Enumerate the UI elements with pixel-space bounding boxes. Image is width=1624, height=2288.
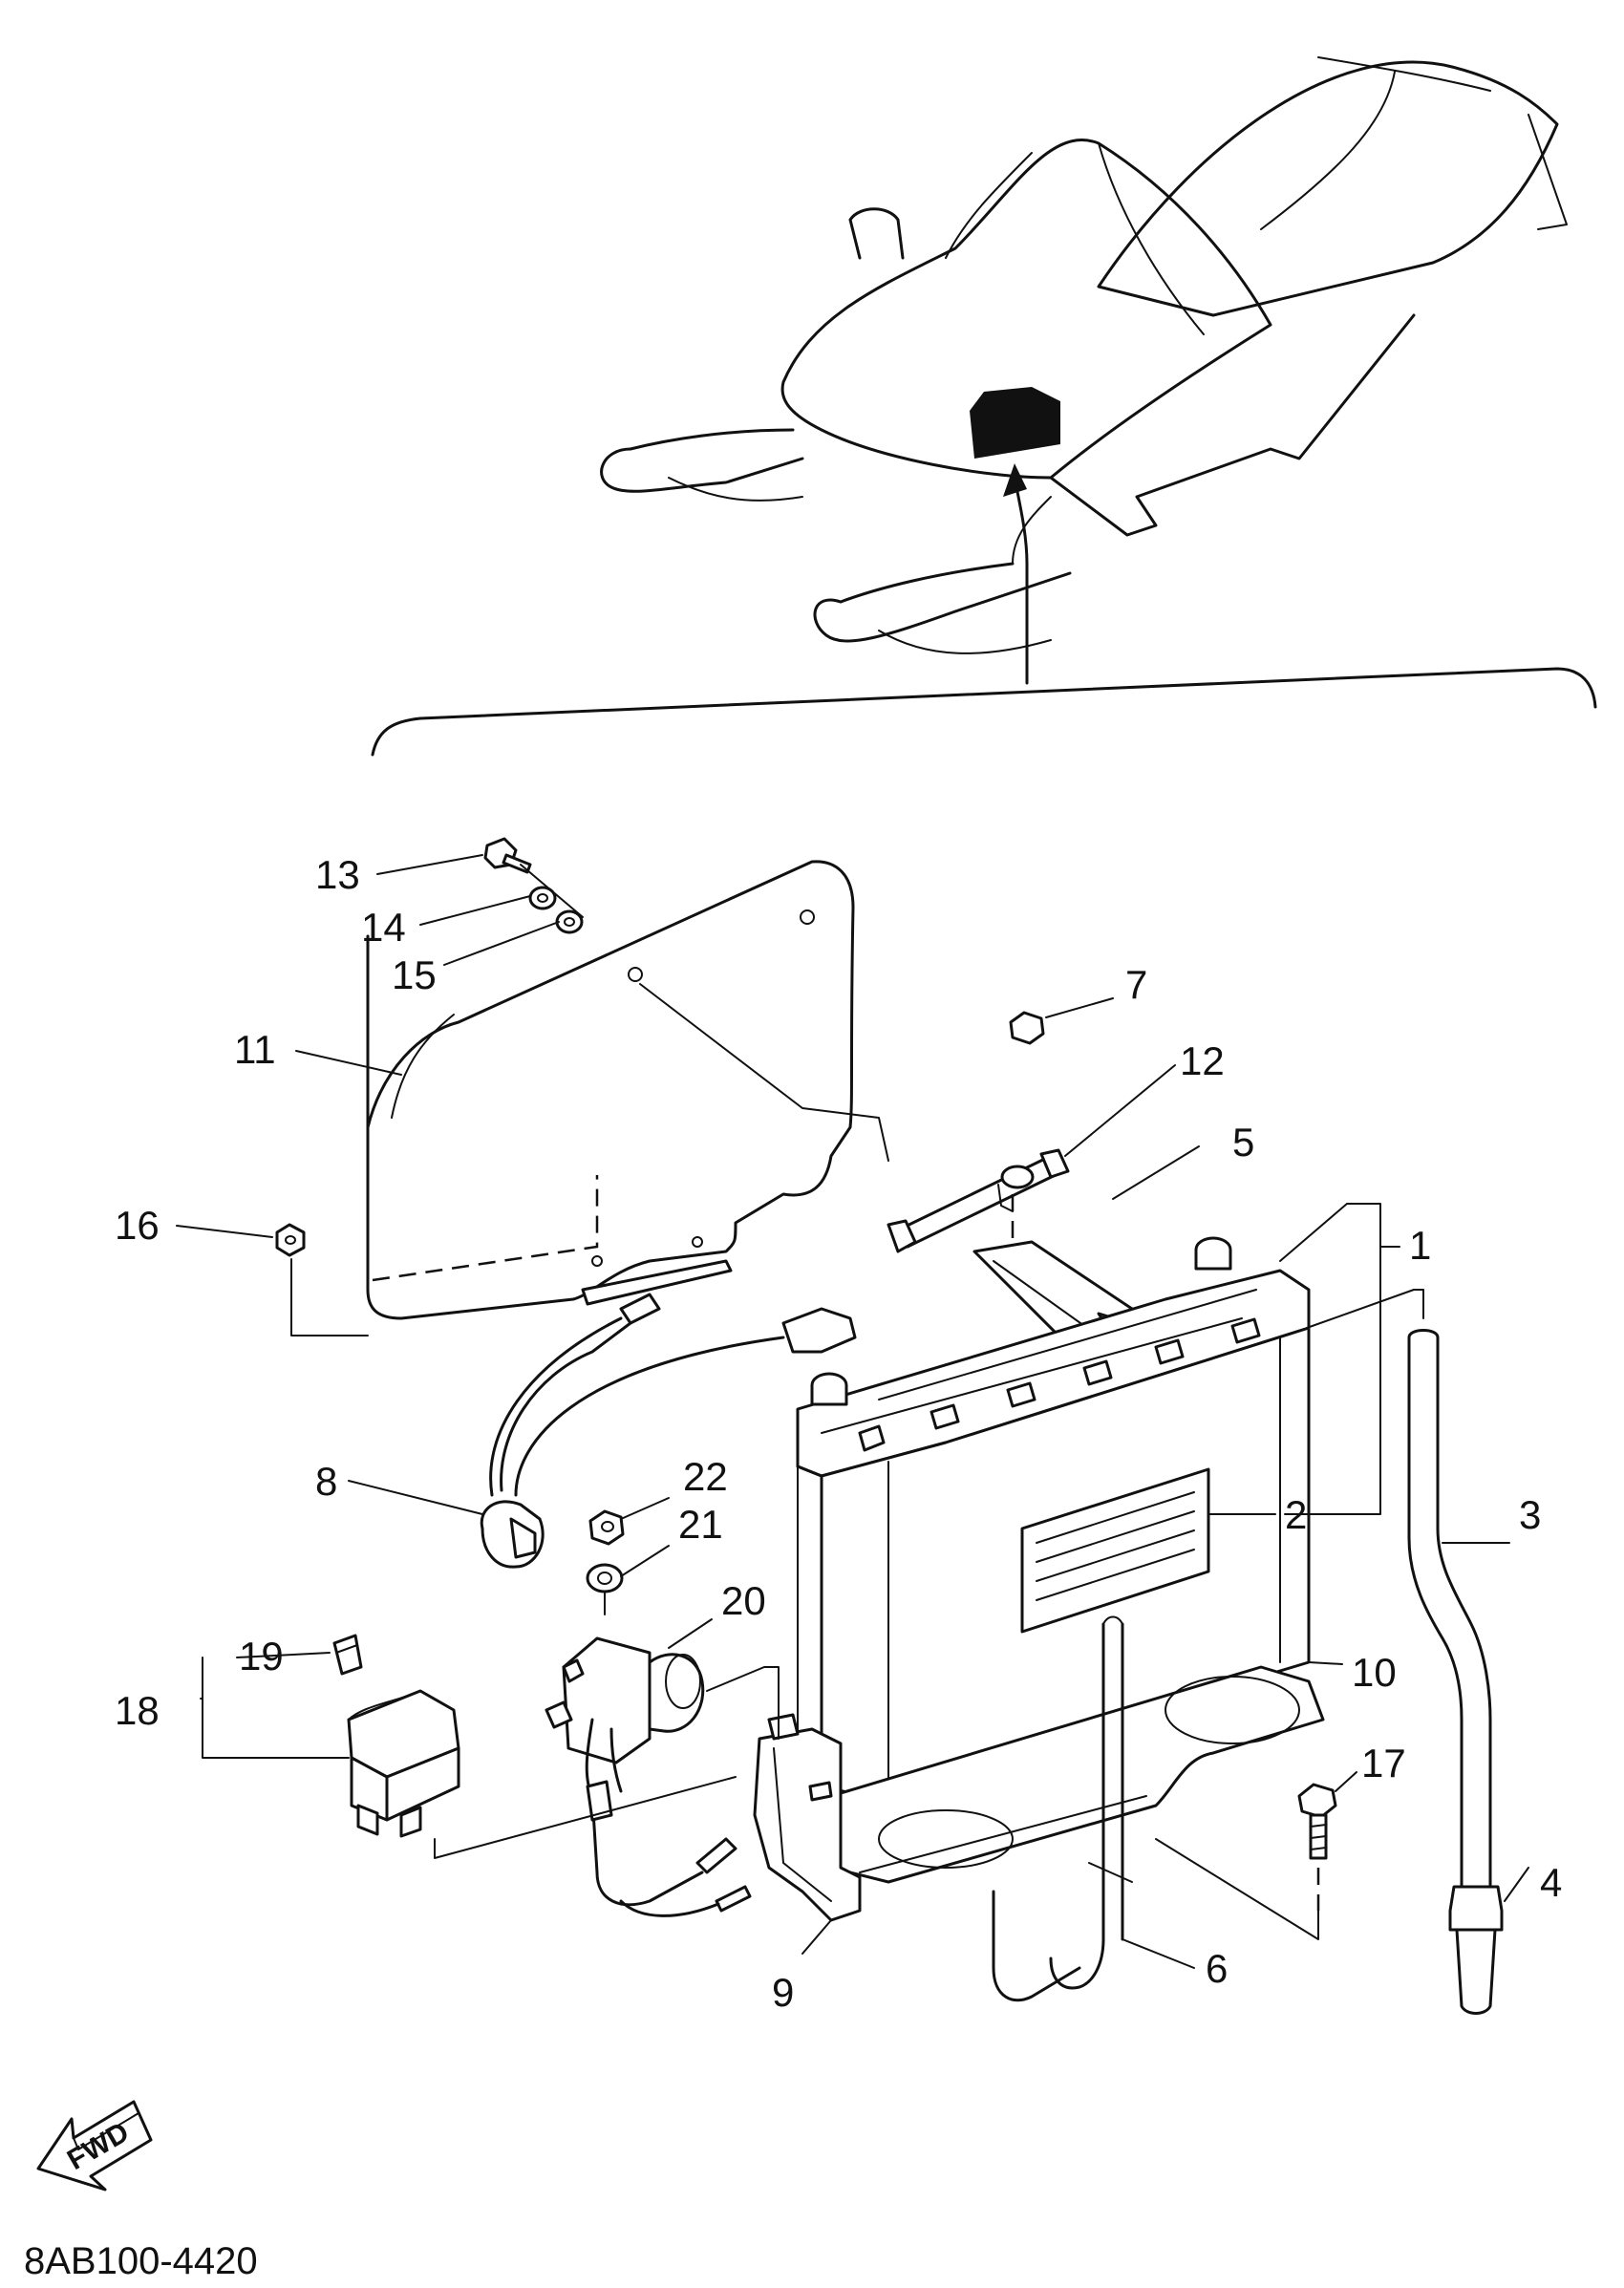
leader-lines — [176, 854, 1529, 1969]
battery-location-icon — [970, 387, 1060, 459]
callout-15: 15 — [392, 952, 437, 997]
battery-2 — [796, 1236, 1311, 1798]
callout-1: 1 — [1409, 1223, 1431, 1268]
callout-2: 2 — [1285, 1492, 1307, 1537]
bolt-17 — [1297, 1783, 1337, 1860]
callout-4: 4 — [1540, 1860, 1562, 1905]
battery-bracket-9 — [753, 1713, 862, 1922]
fuse-19 — [332, 1634, 363, 1676]
nut-7 — [1009, 1011, 1045, 1045]
callout-12: 12 — [1180, 1038, 1225, 1083]
hold-rod-6 — [992, 1615, 1133, 2002]
callout-8: 8 — [315, 1459, 337, 1504]
callout-3: 3 — [1519, 1492, 1541, 1537]
plain-washer-15 — [555, 909, 584, 934]
battery-cover-plate — [366, 860, 855, 1320]
callout-19: 19 — [239, 1634, 284, 1679]
callout-11: 11 — [234, 1027, 276, 1072]
callout-labels: 1 2 3 4 5 6 7 8 9 10 11 12 13 14 15 16 1… — [115, 852, 1562, 2015]
callout-20: 20 — [721, 1578, 766, 1623]
detail-boundary — [371, 667, 1597, 757]
hose-clamp-4 — [1448, 1885, 1504, 2015]
nut-22 — [588, 1509, 625, 1546]
callout-14: 14 — [361, 905, 406, 950]
washer-21 — [586, 1563, 624, 1593]
fuse-holder-18 — [347, 1689, 460, 1838]
battery-lead-8 — [480, 1293, 857, 1569]
fwd-arrow-icon: FWD — [36, 2100, 153, 2192]
starter-relay-20 — [545, 1636, 752, 1917]
breather-hose-3 — [1407, 1329, 1492, 1893]
callout-22: 22 — [683, 1454, 728, 1499]
diagram-code: 8AB100-4420 — [24, 2240, 258, 2282]
callout-13: 13 — [315, 852, 360, 897]
callout-10: 10 — [1352, 1650, 1397, 1695]
callout-16: 16 — [115, 1203, 160, 1248]
callout-5: 5 — [1232, 1120, 1254, 1165]
relay-alignment-line — [706, 1666, 780, 1740]
callout-21: 21 — [678, 1502, 723, 1547]
battery-case-10 — [829, 1665, 1325, 1884]
callout-6: 6 — [1206, 1946, 1228, 1991]
callout-7: 7 — [1125, 962, 1147, 1007]
callout-17: 17 — [1361, 1741, 1406, 1785]
fuse-alignment-line — [434, 1776, 737, 1859]
snowmobile-illustration — [600, 56, 1568, 685]
bolt-alignment-line — [1155, 1838, 1319, 1940]
callout-9: 9 — [772, 1970, 794, 2015]
callout-18: 18 — [115, 1688, 160, 1733]
lock-washer-14 — [528, 886, 557, 910]
nut-16 — [275, 1223, 306, 1257]
clamp-plate-12 — [887, 1148, 1070, 1253]
